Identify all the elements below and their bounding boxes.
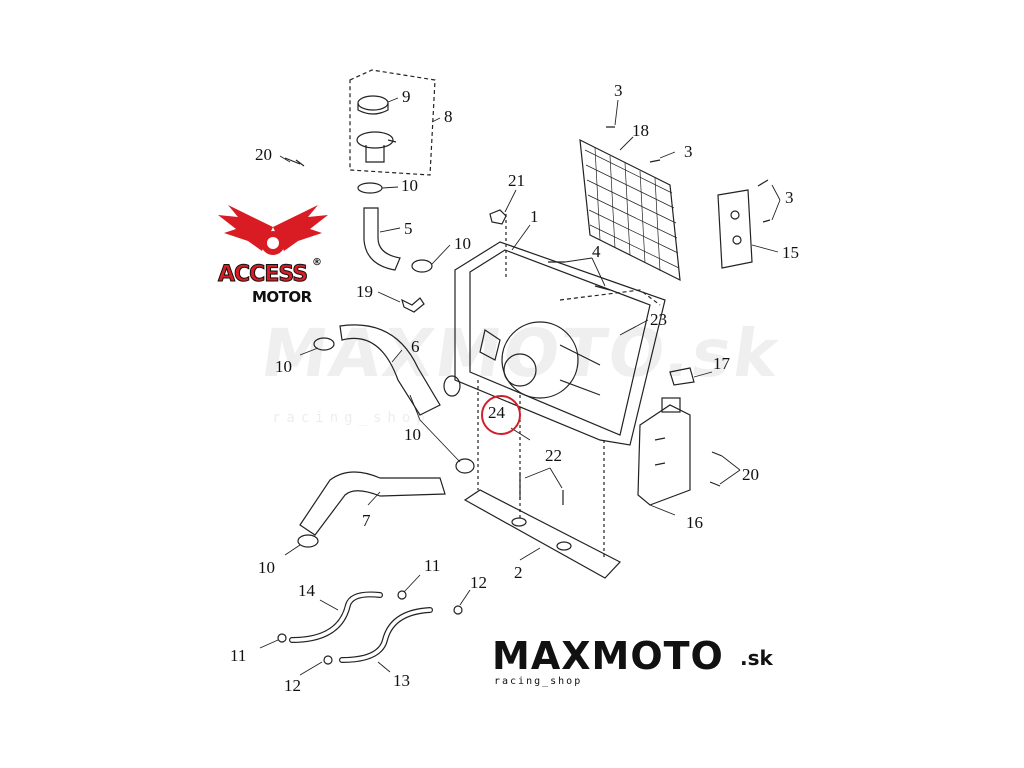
callout-16: 16: [686, 513, 703, 532]
callout-7: 7: [362, 511, 371, 530]
cap-group-outline: [349, 69, 436, 176]
callout-13: 13: [393, 671, 410, 690]
maxmoto-logo-suffix: .sk: [740, 646, 773, 670]
callout-10: 10: [401, 176, 418, 195]
callout-5: 5: [404, 219, 413, 238]
callout-10: 10: [258, 558, 275, 577]
access-logo-word: ACCESS: [217, 262, 308, 288]
callout-23: 23: [650, 310, 667, 329]
access-logo-sub: MOTOR: [252, 288, 312, 306]
radiator-assembly: [454, 241, 666, 446]
callout-21: 21: [508, 171, 525, 190]
callout-20: 20: [255, 145, 272, 164]
callout-6: 6: [411, 337, 420, 356]
filler-neck-part: [356, 131, 394, 149]
callout-24: 24: [488, 403, 505, 422]
cooling-fan: [501, 321, 579, 399]
watermark-tagline: racing_shop: [272, 410, 431, 426]
callout-17: 17: [713, 354, 730, 373]
hose-7-part: [299, 471, 446, 536]
callout-3: 3: [684, 142, 693, 161]
bracket-part: [717, 189, 753, 269]
maxmoto-logo-tagline: racing_shop: [494, 676, 583, 687]
sensor-part: [401, 297, 425, 313]
hose-5-part: [363, 207, 401, 271]
oil-cooler-part: [579, 138, 681, 282]
callout-3: 3: [785, 188, 794, 207]
callout-15: 15: [782, 243, 799, 262]
callout-10: 10: [275, 357, 292, 376]
callout-11: 11: [230, 646, 247, 665]
callout-3: 3: [614, 81, 623, 100]
callout-11: 11: [424, 556, 441, 575]
clip-part: [669, 367, 695, 386]
radiator-cap-part: [357, 95, 389, 111]
access-logo-reg: ®: [312, 257, 322, 268]
callout-10: 10: [404, 425, 421, 444]
maxmoto-logo-main: MAXMOTO: [492, 634, 724, 678]
coolant-reservoir: [637, 404, 691, 506]
callout-19: 19: [356, 282, 373, 301]
callout-8: 8: [444, 107, 453, 126]
hose-6-part: [339, 324, 441, 416]
access-motor-logo: [218, 205, 328, 255]
callout-20: 20: [742, 465, 759, 484]
hose-14-part: [289, 591, 383, 643]
callout-1: 1: [530, 207, 539, 226]
callout-2: 2: [514, 563, 523, 582]
callout-18: 18: [632, 121, 649, 140]
callout-14: 14: [298, 581, 315, 600]
mounting-plate: [463, 489, 621, 579]
callout-22: 22: [545, 446, 562, 465]
callout-4: 4: [592, 242, 601, 261]
callout-9: 9: [402, 87, 411, 106]
callout-12: 12: [284, 676, 301, 695]
highlight-circle: [481, 395, 521, 435]
callout-12: 12: [470, 573, 487, 592]
callout-10: 10: [454, 234, 471, 253]
bolt-part: [284, 157, 305, 167]
